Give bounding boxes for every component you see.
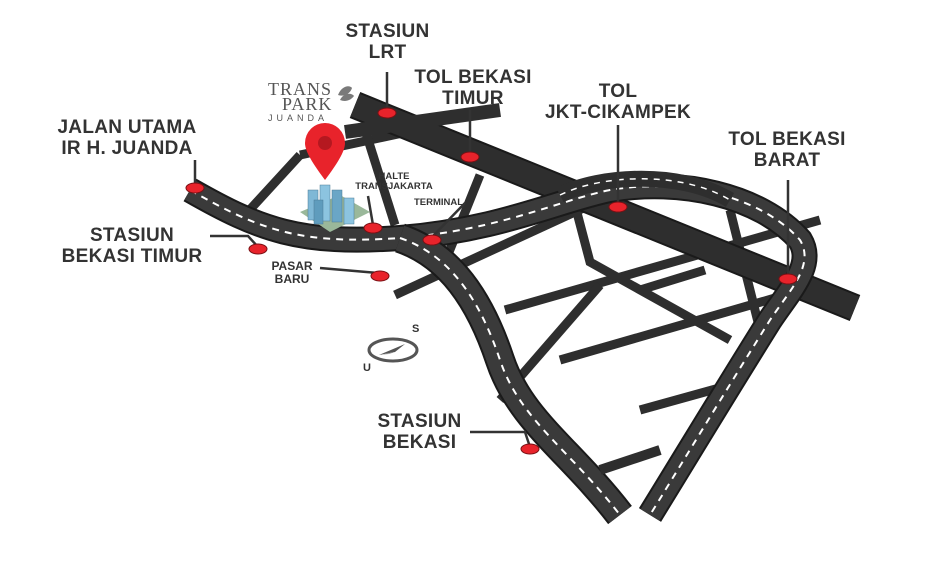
logo-leaf-icon (338, 86, 354, 101)
logo-line2: PARK (282, 94, 333, 114)
marker-jalan-utama (185, 182, 205, 194)
callout-lines (193, 72, 790, 448)
marker-tol-bekasi-timur (460, 151, 480, 163)
marker-tol-bekasi-barat (778, 273, 798, 285)
toll-ramp (556, 170, 735, 207)
marker-halte (363, 222, 383, 234)
label-terminal: TERMINAL (414, 197, 464, 208)
compass-south-label: S (412, 323, 420, 335)
marker-terminal (422, 234, 442, 246)
marker-tol-jkt-cikampek (608, 201, 628, 213)
trans-park-logo: TRANS PARK JUANDA (260, 80, 360, 128)
toll-road-cikampek (349, 92, 861, 321)
trans-park-buildings (300, 184, 370, 232)
marker-pasar-baru (370, 270, 390, 282)
location-markers (185, 107, 798, 455)
marker-stasiun-lrt (377, 107, 397, 119)
marker-stasiun-bekasi-timur (248, 243, 268, 255)
south-road (394, 223, 662, 525)
logo-line1: TRANS (268, 79, 333, 99)
logo-line3: JUANDA (268, 113, 329, 123)
road-lrt-link (344, 103, 501, 139)
location-pin-icon (305, 123, 345, 180)
marker-stasiun-bekasi (520, 443, 540, 455)
compass-north-label: U (363, 362, 371, 374)
local-streets (241, 120, 822, 415)
compass-icon (367, 337, 419, 363)
